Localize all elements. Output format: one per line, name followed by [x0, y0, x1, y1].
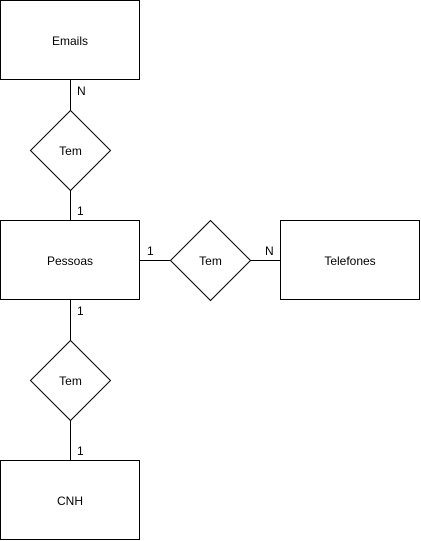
cardinality-telefones: N [265, 244, 274, 258]
relationship-pessoas-cnh-label: Tem [59, 374, 82, 388]
relationship-pessoas-telefones-label: Tem [199, 254, 222, 268]
entity-pessoas-label: Pessoas [47, 254, 93, 268]
relationship-pessoas-telefones[interactable]: Tem [169, 219, 252, 302]
cardinality-emails: N [77, 84, 86, 98]
relationship-emails-pessoas[interactable]: Tem [29, 109, 112, 192]
cardinality-pessoas-bottom: 1 [77, 304, 84, 318]
entity-cnh[interactable]: CNH [0, 460, 140, 540]
entity-cnh-label: CNH [57, 494, 83, 508]
entity-emails-label: Emails [52, 34, 88, 48]
entity-telefones[interactable]: Telefones [280, 220, 420, 300]
cardinality-pessoas-right: 1 [147, 244, 154, 258]
entity-pessoas[interactable]: Pessoas [0, 220, 140, 300]
relationship-emails-pessoas-label: Tem [59, 144, 82, 158]
cardinality-pessoas-top: 1 [77, 204, 84, 218]
entity-telefones-label: Telefones [324, 254, 375, 268]
relationship-pessoas-cnh[interactable]: Tem [29, 339, 112, 422]
entity-emails[interactable]: Emails [0, 0, 140, 80]
cardinality-cnh: 1 [77, 444, 84, 458]
